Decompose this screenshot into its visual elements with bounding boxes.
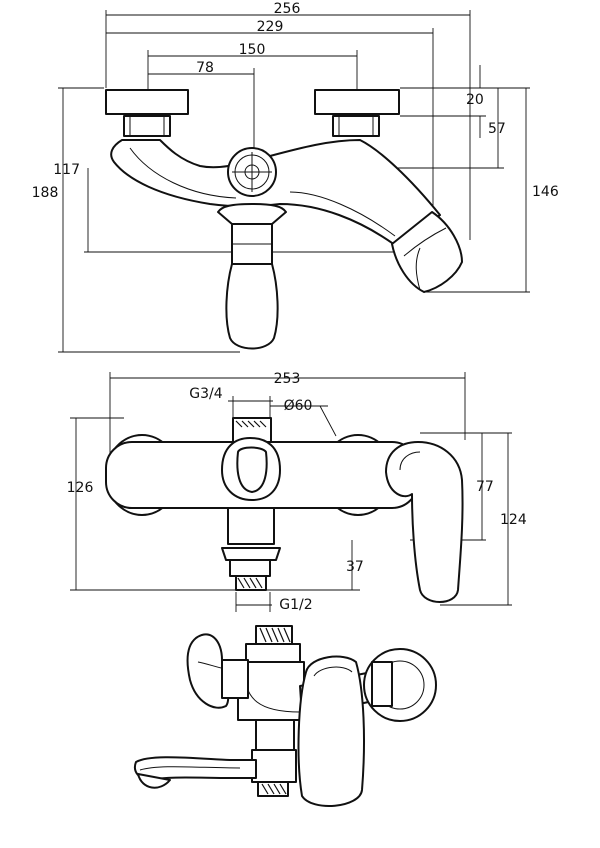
dim-front-total-height: 126 [67, 480, 94, 496]
dim-centers: 150 [239, 42, 266, 58]
dim-nut-height: 57 [488, 121, 506, 137]
dim-cap-height: 20 [466, 92, 484, 108]
spout-body [110, 139, 441, 246]
dim-total-height: 188 [32, 185, 59, 201]
dim-diameter: Ø60 [284, 398, 313, 414]
perspective-left-handle [186, 633, 230, 709]
dim-outlet-thread: G1/2 [279, 597, 312, 613]
top-horizontal-dimensions [105, 10, 471, 240]
dim-handle-offset: 78 [196, 60, 214, 76]
dim-inlet-thread: G3/4 [189, 386, 222, 402]
dim-spout-width: 229 [257, 19, 284, 35]
dim-overall-width: 256 [274, 1, 301, 17]
diverter-knob [227, 147, 277, 197]
spout-outlet [391, 211, 463, 293]
handle-collar [217, 203, 287, 225]
perspective-lever [297, 655, 365, 807]
front-view: 253 G3/4 Ø60 126 77 124 37 G1/2 [67, 371, 527, 613]
diverter-handle [225, 263, 279, 350]
mixer-lever [385, 441, 464, 603]
perspective-view [134, 625, 437, 807]
left-nut [123, 115, 171, 137]
dim-body-height: 77 [476, 479, 494, 495]
top-view: 256 229 150 78 188 117 20 57 146 [32, 1, 559, 353]
left-cap [105, 89, 189, 115]
dim-outlet-height: 37 [346, 559, 364, 575]
right-cap [314, 89, 400, 115]
dim-front-width: 253 [274, 371, 301, 387]
right-nut [332, 115, 380, 137]
dim-lever-height: 124 [500, 512, 527, 528]
lower-stem [227, 507, 275, 545]
top-vertical-dimensions [58, 65, 530, 353]
dim-spout-drop: 117 [53, 162, 80, 178]
dim-spout-outlet-height: 146 [532, 184, 559, 200]
